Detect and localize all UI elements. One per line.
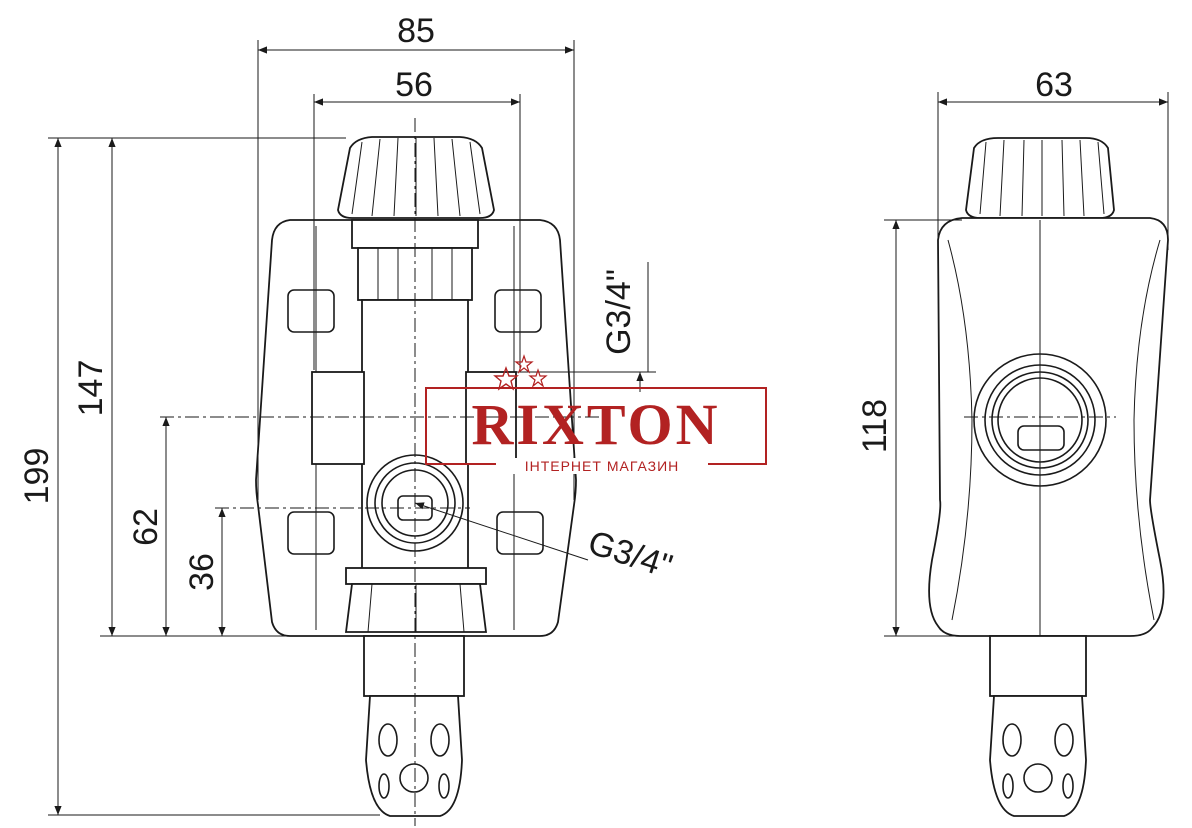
side-knob <box>965 137 1115 219</box>
star-icon <box>514 354 534 374</box>
thread-front-label: G3/4" <box>584 523 677 586</box>
watermark-subtitle: ІНТЕРНЕТ МАГАЗИН <box>525 458 680 474</box>
side-view <box>928 137 1169 817</box>
star-icon <box>493 366 519 391</box>
dim-height-overall: 199 <box>18 448 56 505</box>
dim-height-inlet: 36 <box>183 553 221 591</box>
watermark: RIXTON ІНТЕРНЕТ МАГАЗИН <box>425 354 767 474</box>
side-housing <box>928 217 1169 637</box>
thread-top-label: G3/4" <box>600 269 638 355</box>
dim-width-inner: 56 <box>395 66 433 104</box>
watermark-brand: RIXTON <box>472 392 721 457</box>
dim-height-outlet: 62 <box>127 508 165 546</box>
dim-width-overall: 85 <box>397 12 435 50</box>
side-dimensions: 63 118 <box>856 66 1169 637</box>
dim-height-body: 147 <box>72 360 110 417</box>
dim-width-side: 63 <box>1035 66 1073 104</box>
star-icon <box>528 368 548 388</box>
front-view <box>160 118 600 826</box>
dim-height-side: 118 <box>856 399 894 453</box>
